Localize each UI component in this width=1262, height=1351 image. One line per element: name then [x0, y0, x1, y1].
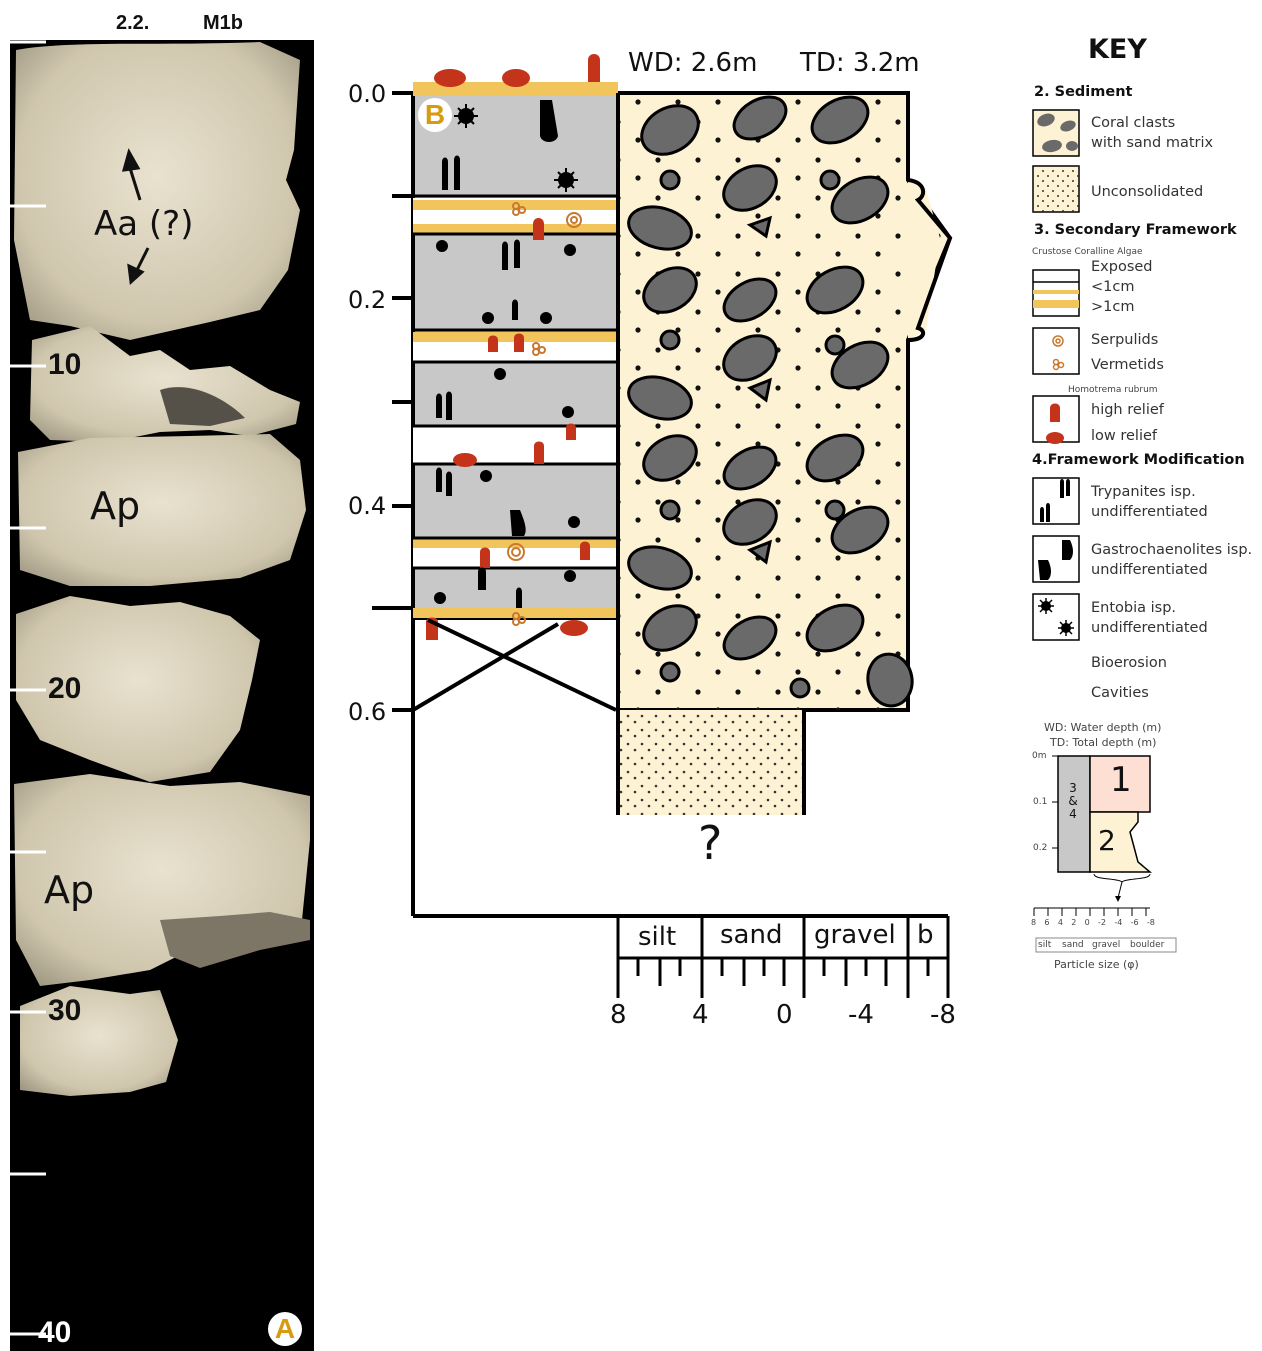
key-section-sediment: 2. Sediment [1034, 84, 1132, 100]
legend-class-sand: sand [1062, 940, 1084, 950]
unknown-mark: ? [698, 816, 722, 870]
key-unconsolidated: Unconsolidated [1091, 182, 1203, 202]
key-coral-clasts-2: with sand matrix [1091, 133, 1213, 153]
grain-class-gravel: gravel [814, 920, 896, 950]
annotation-ap-lower: Ap [44, 868, 94, 912]
key-gt1cm: >1cm [1091, 297, 1134, 317]
key-trypanites-2: undifferentiated [1091, 502, 1208, 522]
legend-phi-ticks: 86420-2-4-6-8 [1031, 918, 1155, 927]
core-fragment [20, 986, 178, 1096]
phi-tick-label: 4 [692, 1000, 709, 1030]
core-fragment [18, 434, 306, 586]
key-gastrochaenolites: Gastrochaenolites isp. [1091, 540, 1252, 560]
total-depth-label: TD: 3.2m [800, 48, 920, 78]
grain-class-boulder: b [917, 920, 934, 950]
phi-tick-label: -4 [848, 1000, 874, 1030]
phi-tick-label: 0 [776, 1000, 793, 1030]
annotation-aa: Aa (?) [94, 204, 193, 244]
core-fragment [160, 912, 310, 968]
legend-class-silt: silt [1038, 940, 1051, 950]
depth-tick-label: 0.6 [348, 698, 386, 726]
key-title: KEY [1088, 34, 1147, 65]
depth-tick-label: 0.2 [348, 286, 386, 314]
key-entobia: Entobia isp. [1091, 598, 1176, 618]
legend-class-gravel: gravel [1092, 940, 1120, 950]
water-depth-label: WD: 2.6m [628, 48, 757, 78]
legend-depth-0: 0m [1032, 751, 1047, 761]
key-trypanites: Trypanites isp. [1091, 482, 1196, 502]
legend-particle-size-caption: Particle size (φ) [1054, 958, 1139, 971]
phi-tick-label: -8 [930, 1000, 956, 1030]
key-cca-caption: Crustose Coralline Algae [1032, 247, 1143, 257]
panel-label-a: A [268, 1312, 302, 1346]
depth-tick-label: 0.4 [348, 492, 386, 520]
core-fragment [30, 326, 300, 442]
scale-label-30: 30 [48, 994, 81, 1028]
key-exposed: Exposed [1091, 257, 1153, 277]
key-section-modification: 4.Framework Modification [1032, 452, 1245, 468]
legend-depth-1: 0.1 [1033, 797, 1047, 807]
scale-label-10: 10 [48, 348, 81, 382]
phi-tick-label: 8 [610, 1000, 627, 1030]
legend-column-34: 3 & 4 [1066, 782, 1080, 821]
legend-column-2: 2 [1098, 824, 1116, 857]
core-id: M1b [203, 12, 243, 35]
key-coral-clasts: Coral clasts [1091, 113, 1175, 133]
key-homotrema-caption: Homotrema rubrum [1068, 385, 1158, 395]
depth-tick-label: 0.0 [348, 80, 386, 108]
section-number: 2.2. [116, 12, 149, 35]
grain-class-sand: sand [720, 920, 782, 950]
scale-label-20: 20 [48, 672, 81, 706]
legend-depth-2: 0.2 [1033, 843, 1047, 853]
key-cavities: Cavities [1091, 683, 1149, 703]
legend-class-boulder: boulder [1130, 940, 1164, 950]
sedimentary-log [330, 40, 970, 1040]
scale-label-40: 40 [38, 1316, 71, 1350]
key-high-relief: high relief [1091, 400, 1164, 420]
key-vermetids: Vermetids [1091, 355, 1164, 375]
key-entobia-2: undifferentiated [1091, 618, 1208, 638]
legend-wd: WD: Water depth (m) [1044, 721, 1161, 734]
legend-td: TD: Total depth (m) [1050, 736, 1156, 749]
core-fragment [14, 42, 300, 340]
panel-label-b: B [418, 98, 452, 132]
key-low-relief: low relief [1091, 426, 1157, 446]
key-gastrochaenolites-2: undifferentiated [1091, 560, 1208, 580]
depth-ticks [372, 93, 413, 710]
grain-class-silt: silt [638, 922, 676, 952]
key-section-secondary: 3. Secondary Framework [1034, 222, 1237, 238]
core-photo-panel: 10 20 30 40 Aa (?) Ap Ap A [10, 40, 314, 1351]
legend-column-1: 1 [1110, 760, 1132, 800]
key-lt1cm: <1cm [1091, 277, 1134, 297]
key-serpulids: Serpulids [1091, 330, 1158, 350]
annotation-ap-upper: Ap [90, 484, 140, 528]
key-bioerosion: Bioerosion [1091, 653, 1167, 673]
